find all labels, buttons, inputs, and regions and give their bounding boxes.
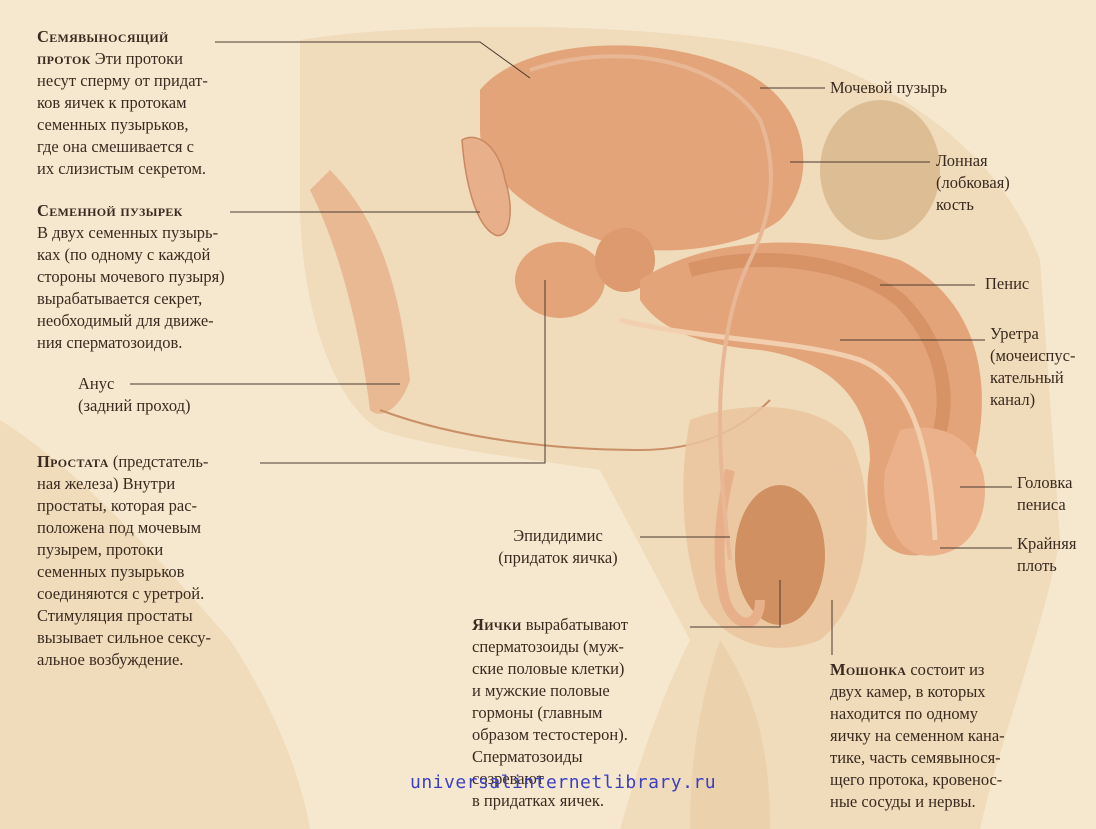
vas-deferens-line-3: семенных пузырьков, (37, 114, 208, 136)
scrotum-line-0: состоит из (910, 660, 984, 679)
seminal-vesicle-heading: Семенной пузырек (37, 200, 225, 222)
scrotum-line-5: щего протока, кровенос- (830, 769, 1005, 791)
label-penis: Пенис (985, 273, 1029, 295)
testes-line-5: образом тестостерон). (472, 724, 628, 746)
prostate-line-8: вызывает сильное сексу- (37, 627, 211, 649)
label-epididymis: Эпидидимис (придаток яичка) (473, 525, 643, 569)
testes-line-0: вырабатывают (526, 615, 628, 634)
pubic-bone-line-0: Лонная (936, 150, 1010, 172)
prostate-line-0: (предстатель- (113, 452, 209, 471)
testes-line-8: в придатках яичек. (472, 790, 628, 812)
anus-line-1: Анус (78, 373, 191, 395)
vas-deferens-line-1: несут сперму от придат- (37, 70, 208, 92)
scrotum-line-1: двух камер, в которых (830, 681, 1005, 703)
prostate-line-9: альное возбуждение. (37, 649, 211, 671)
glans-line-1: пениса (1017, 494, 1073, 516)
scrotum-line-4: тике, часть семявынося- (830, 747, 1005, 769)
scrotum-heading: Мошонка (830, 660, 906, 679)
foreskin-line-0: Крайняя (1017, 533, 1076, 555)
scrotum-line-3: яичку на семенном кана- (830, 725, 1005, 747)
pubic-bone (820, 100, 940, 240)
seminal-vesicle-line-2: стороны мочевого пузыря) (37, 266, 225, 288)
glans-line-0: Головка (1017, 472, 1073, 494)
testes-line-3: и мужские половые (472, 680, 628, 702)
seminal-vesicle-line-1: ках (по одному с каждой (37, 244, 225, 266)
label-scrotum: Мошонка состоит из двух камер, в которых… (830, 659, 1005, 813)
label-foreskin: Крайняя плоть (1017, 533, 1076, 577)
seminal-vesicle-line-4: необходимый для движе- (37, 310, 225, 332)
urethra-line-2: кательный (990, 367, 1075, 389)
vas-deferens-heading-2: проток (37, 49, 91, 68)
urethra-line-0: Уретра (990, 323, 1075, 345)
epididymis-line-2: (придаток яичка) (473, 547, 643, 569)
pubic-bone-line-1: (лобковая) (936, 172, 1010, 194)
testes-line-1: сперматозоиды (муж- (472, 636, 628, 658)
prostate-line-6: соединяются с уретрой. (37, 583, 211, 605)
foreskin-line-1: плоть (1017, 555, 1076, 577)
vas-deferens-heading-1: Семявыносящий (37, 27, 169, 46)
seminal-vesicle-line-3: вырабатывается секрет, (37, 288, 225, 310)
pubic-bone-line-2: кость (936, 194, 1010, 216)
label-bladder: Мочевой пузырь (830, 77, 947, 99)
prostate-heading: Простата (37, 452, 109, 471)
label-prostate: Простата (предстатель- ная железа) Внутр… (37, 451, 211, 671)
urethra-line-1: (мочеиспус- (990, 345, 1075, 367)
epididymis-line-1: Эпидидимис (473, 525, 643, 547)
label-vas-deferens: Семявыносящий проток Эти протоки несут с… (37, 26, 208, 180)
vas-deferens-line-5: их слизистым секретом. (37, 158, 208, 180)
label-anus: Анус (задний проход) (78, 373, 191, 417)
label-urethra: Уретра (мочеиспус- кательный канал) (990, 323, 1075, 411)
testes-line-2: ские половые клетки) (472, 658, 628, 680)
prostate-line-4: пузырем, протоки (37, 539, 211, 561)
watermark: universalinternetlibrary.ru (410, 772, 716, 793)
seminal-vesicle-line-0: В двух семенных пузырь- (37, 222, 225, 244)
vas-deferens-line-0: Эти протоки (95, 49, 183, 68)
prostate-line-5: семенных пузырьков (37, 561, 211, 583)
label-glans: Головка пениса (1017, 472, 1073, 516)
testes-heading: Яички (472, 615, 522, 634)
vas-deferens-line-2: ков яичек к протокам (37, 92, 208, 114)
vas-deferens-line-4: где она смешивается с (37, 136, 208, 158)
prostate-line-1: ная железа) Внутри (37, 473, 211, 495)
prostate-shape (515, 242, 605, 318)
prostate-line-2: простаты, которая рас- (37, 495, 211, 517)
label-pubic-bone: Лонная (лобковая) кость (936, 150, 1010, 216)
label-seminal-vesicle: Семенной пузырек В двух семенных пузырь-… (37, 200, 225, 354)
prostate-line-7: Стимуляция простаты (37, 605, 211, 627)
prostate-line-3: положена под мочевым (37, 517, 211, 539)
scrotum-line-2: находится по одному (830, 703, 1005, 725)
anus-line-2: (задний проход) (78, 395, 191, 417)
testes-line-4: гормоны (главным (472, 702, 628, 724)
testes-line-6: Сперматозоиды (472, 746, 628, 768)
scrotum-line-6: ные сосуды и нервы. (830, 791, 1005, 813)
seminal-vesicle-line-5: ния сперматозоидов. (37, 332, 225, 354)
urethra-line-3: канал) (990, 389, 1075, 411)
